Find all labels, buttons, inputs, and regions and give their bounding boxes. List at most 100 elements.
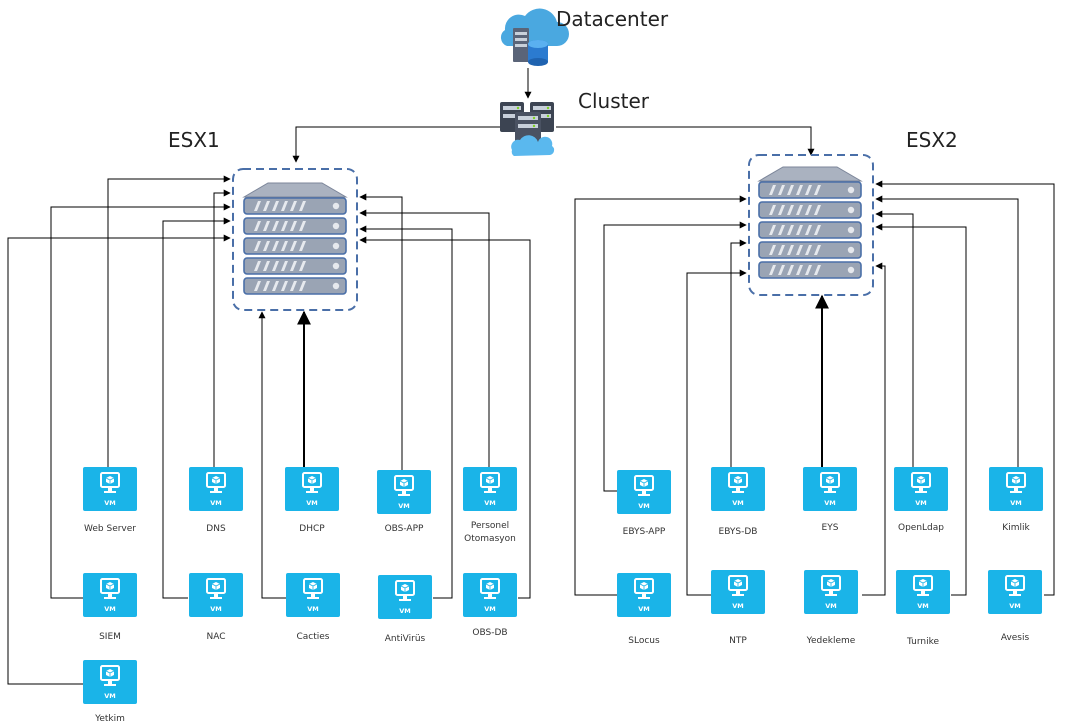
vm-nodes: VM Web Server VM DNS VM DHCP VM OBS-APP … [82, 466, 1044, 724]
vm-ebys-db[interactable]: VM EBYS-DB [710, 466, 766, 537]
rack-vent [254, 221, 261, 231]
vm-web-server[interactable]: VM Web Server [82, 466, 138, 534]
rack-led [847, 226, 855, 234]
rack-vent [805, 205, 812, 215]
vm-label: EBYS-APP [623, 527, 666, 537]
vm-personel-otomasyon[interactable]: VM Personel Otomasyon [462, 466, 518, 544]
link-turnike [875, 223, 967, 596]
rack-vent [778, 245, 785, 255]
rack-vent [769, 265, 776, 275]
link-slocus [574, 195, 747, 596]
vm-label: Turnike [906, 637, 939, 647]
rack-led [332, 202, 340, 210]
vm-badge: VM [104, 499, 116, 507]
link-ebys-db [730, 239, 747, 467]
vm-label: OBS-DB [472, 628, 507, 638]
vm-label: SIEM [99, 632, 121, 642]
esx2-server-icon [757, 166, 863, 279]
rack-vent [290, 221, 297, 231]
vm-badge: VM [915, 499, 927, 507]
vm-ebys-app[interactable]: VM EBYS-APP [616, 469, 672, 537]
link-personel [359, 209, 490, 467]
vm-siem[interactable]: VM SIEM [82, 572, 138, 642]
cluster-icon [500, 102, 555, 156]
vm-badge: VM [1009, 602, 1021, 610]
cluster-to-esx2-arrow [556, 126, 815, 156]
vm-yedekleme[interactable]: VM Yedekleme [803, 569, 859, 646]
vm-label: NTP [729, 636, 747, 646]
rack-vent [281, 241, 288, 251]
vm-nac[interactable]: VM NAC [188, 572, 244, 642]
vm-eys[interactable]: VM EYS [802, 466, 858, 533]
vm-antivirus[interactable]: VM AntiVirüs [377, 574, 433, 644]
vm-slocus[interactable]: VM SLocus [616, 572, 672, 646]
vm-label: Personel [471, 521, 509, 531]
rack-vent [281, 221, 288, 231]
vm-badge: VM [484, 499, 496, 507]
esx2-connections [574, 180, 1055, 596]
vm-obs-app[interactable]: VM OBS-APP [376, 469, 432, 534]
datacenter-icon [500, 8, 569, 66]
rack-vent [787, 245, 794, 255]
vm-yetkim[interactable]: VM Yetkim [82, 659, 138, 724]
vm-label: SLocus [628, 636, 660, 646]
vm-label: NAC [206, 632, 225, 642]
link-obs-db [359, 236, 531, 599]
cluster-node: Cluster [500, 89, 650, 156]
rack-vent [814, 265, 821, 275]
rack-vent [778, 225, 785, 235]
esx1-server-icon [242, 182, 348, 295]
rack-vent [814, 225, 821, 235]
link-yetkim [7, 234, 231, 685]
rack-vent [778, 205, 785, 215]
vm-cacties[interactable]: VM Cacties [285, 572, 341, 642]
vm-badge: VM [917, 602, 929, 610]
vm-badge: VM [398, 502, 410, 510]
vm-label: EBYS-DB [719, 527, 758, 537]
vm-dhcp[interactable]: VM DHCP [284, 466, 340, 534]
rack-vent [796, 185, 803, 195]
vm-label: DNS [206, 524, 226, 534]
vm-label: DHCP [299, 524, 325, 534]
vm-badge: VM [825, 602, 837, 610]
rack-vent [254, 241, 261, 251]
vm-dns[interactable]: VM DNS [188, 466, 244, 534]
esx1-dashed-border [232, 168, 358, 311]
vm-badge: VM [638, 502, 650, 510]
rack-vent [290, 261, 297, 271]
rack-vent [787, 205, 794, 215]
rack-vent [281, 281, 288, 291]
vm-label: OBS-APP [385, 524, 424, 534]
link-avesis [875, 180, 1055, 596]
rack-vent [787, 225, 794, 235]
vm-avesis[interactable]: VM Avesis [987, 569, 1043, 643]
link-ebys-app [603, 221, 747, 492]
vm-turnike[interactable]: VM Turnike [895, 569, 951, 647]
esx2-dashed-border [748, 154, 874, 296]
rack-vent [814, 245, 821, 255]
rack-vent [299, 241, 306, 251]
vm-obs-db[interactable]: VM OBS-DB [462, 572, 518, 638]
vm-openldap[interactable]: VM OpenLdap [893, 466, 949, 533]
vm-ntp[interactable]: VM NTP [710, 569, 766, 646]
datacenter-label: Datacenter [556, 7, 669, 31]
vm-label: OpenLdap [898, 523, 944, 533]
vm-badge: VM [732, 499, 744, 507]
link-dns [213, 189, 231, 467]
rack-vent [796, 225, 803, 235]
vm-label: Cacties [296, 632, 329, 642]
vm-badge: VM [307, 605, 319, 613]
esx2-label: ESX2 [906, 128, 958, 152]
link-siem [50, 203, 231, 599]
vm-kimlik[interactable]: VM Kimlik [988, 466, 1044, 533]
cluster-label: Cluster [578, 89, 650, 113]
rack-vent [272, 221, 279, 231]
vm-badge: VM [399, 607, 411, 615]
vm-badge: VM [104, 605, 116, 613]
rack-vent [805, 265, 812, 275]
rack-vent [290, 281, 297, 291]
rack-vent [787, 265, 794, 275]
rack-led [332, 242, 340, 250]
rack-vent [814, 205, 821, 215]
